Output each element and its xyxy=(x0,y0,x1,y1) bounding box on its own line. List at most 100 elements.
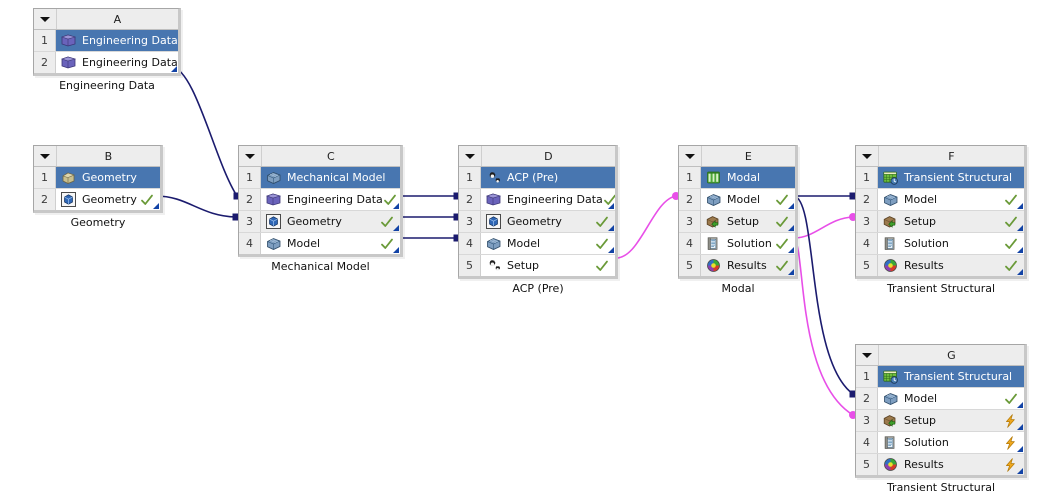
cell-expand-corner-icon[interactable] xyxy=(153,203,159,209)
chevron-down-icon[interactable] xyxy=(679,146,702,166)
cell-content[interactable]: Model xyxy=(878,189,1024,210)
cell-content[interactable]: Engineering Data xyxy=(481,189,615,210)
cell-expand-corner-icon[interactable] xyxy=(788,225,794,231)
cell-expand-corner-icon[interactable] xyxy=(393,247,399,253)
cell-expand-corner-icon[interactable] xyxy=(393,203,399,209)
chevron-down-icon[interactable] xyxy=(239,146,262,166)
cell-expand-corner-icon[interactable] xyxy=(1017,225,1023,231)
status-check-icon xyxy=(776,260,788,271)
cell-expand-corner-icon[interactable] xyxy=(393,225,399,231)
cell-content[interactable]: Results xyxy=(878,454,1024,475)
chevron-down-icon[interactable] xyxy=(459,146,482,166)
results-icon xyxy=(705,257,722,274)
cell-content[interactable]: Mechanical Model xyxy=(261,167,400,188)
cell-content[interactable]: Engineering Data xyxy=(56,30,178,51)
cell-expand-corner-icon[interactable] xyxy=(1017,424,1023,430)
chevron-down-icon[interactable] xyxy=(856,146,879,166)
cell-content[interactable]: Setup xyxy=(701,211,795,232)
cell-content[interactable]: Solution xyxy=(701,233,795,254)
cell-content[interactable]: Engineering Data xyxy=(261,189,400,210)
cell-expand-corner-icon[interactable] xyxy=(1017,446,1023,452)
cell-content[interactable]: Model xyxy=(701,189,795,210)
cell-content[interactable]: Setup xyxy=(878,410,1024,431)
chevron-down-icon[interactable] xyxy=(34,9,57,29)
cell-expand-corner-icon[interactable] xyxy=(1017,269,1023,275)
cell-expand-corner-icon[interactable] xyxy=(608,203,614,209)
chevron-down-icon[interactable] xyxy=(856,345,879,365)
cell-expand-corner-icon[interactable] xyxy=(788,203,794,209)
cell-content[interactable]: Results xyxy=(878,255,1024,276)
cell-content[interactable]: Model xyxy=(481,233,615,254)
cell-content[interactable]: Engineering Data xyxy=(56,52,178,73)
cell-expand-corner-icon[interactable] xyxy=(1017,203,1023,209)
cell-expand-corner-icon[interactable] xyxy=(171,66,177,72)
cell-expand-corner-icon[interactable] xyxy=(1017,402,1023,408)
cell-content[interactable]: Geometry xyxy=(56,189,160,210)
cell-content[interactable]: Transient Structural xyxy=(878,366,1024,387)
cell-expand-corner-icon[interactable] xyxy=(788,269,794,275)
cell-expand-corner-icon[interactable] xyxy=(788,247,794,253)
cell-content[interactable]: Setup xyxy=(481,255,615,276)
cell-content[interactable]: Geometry xyxy=(56,167,160,188)
row-number: 1 xyxy=(34,167,56,188)
cell-content[interactable]: Model xyxy=(261,233,400,254)
cell-content[interactable]: Transient Structural xyxy=(878,167,1024,188)
cell-content[interactable]: Setup xyxy=(878,211,1024,232)
cell-expand-corner-icon[interactable] xyxy=(608,247,614,253)
cell-content[interactable]: ACP (Pre) xyxy=(481,167,615,188)
cell-content[interactable]: Geometry xyxy=(481,211,615,232)
chevron-down-icon[interactable] xyxy=(34,146,57,166)
cell-content[interactable]: Solution xyxy=(878,432,1024,453)
cell-content[interactable]: Modal xyxy=(701,167,795,188)
cell-content[interactable]: Geometry xyxy=(261,211,400,232)
cell-expand-corner-icon[interactable] xyxy=(1017,247,1023,253)
cell-expand-corner-icon[interactable] xyxy=(1017,468,1023,474)
cell-content[interactable]: Model xyxy=(878,388,1024,409)
cell-expand-corner-icon[interactable] xyxy=(608,225,614,231)
cell-content[interactable]: Solution xyxy=(878,233,1024,254)
cell-content[interactable]: Results xyxy=(701,255,795,276)
